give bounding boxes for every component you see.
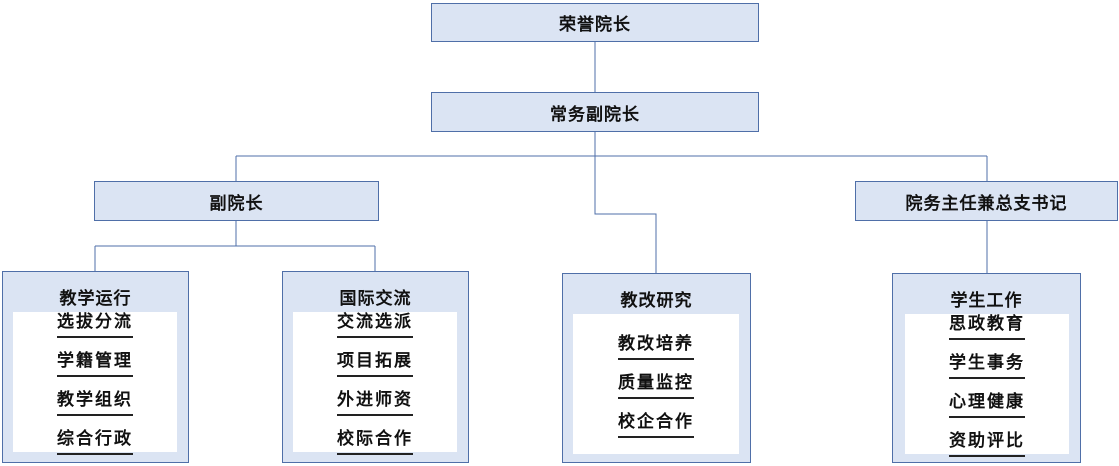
list-item: 学籍管理 [57, 348, 133, 377]
node-honorary-dean: 荣誉院长 [431, 3, 759, 42]
panel-students: 学生工作 思政教育 学生事务 心理健康 资助评比 [892, 273, 1081, 463]
panel-items-students: 思政教育 学生事务 心理健康 资助评比 [905, 311, 1069, 457]
list-item: 资助评比 [949, 428, 1025, 457]
list-item: 项目拓展 [337, 348, 413, 377]
list-item: 交流选派 [337, 309, 413, 338]
panel-title-students: 学生工作 [950, 291, 1023, 311]
list-item: 校企合作 [618, 409, 694, 438]
panel-items-reform: 教改培养 质量监控 校企合作 [573, 314, 739, 454]
node-executive-vice-dean: 常务副院长 [431, 92, 759, 132]
node-vice-dean: 副院长 [94, 181, 379, 221]
panel-items-international: 交流选派 项目拓展 外进师资 校际合作 [293, 309, 457, 455]
panel-title-international: 国际交流 [339, 289, 412, 309]
panel-title-reform: 教改研究 [620, 291, 693, 311]
list-item: 教改培养 [618, 331, 694, 360]
list-item: 教学组织 [57, 387, 133, 416]
list-item: 学生事务 [949, 350, 1025, 379]
list-item: 外进师资 [337, 387, 413, 416]
panel-international: 国际交流 交流选派 项目拓展 外进师资 校际合作 [282, 271, 469, 463]
panel-items-teaching: 选拔分流 学籍管理 教学组织 综合行政 [13, 309, 177, 455]
panel-reform: 教改研究 教改培养 质量监控 校企合作 [562, 273, 751, 463]
list-item: 思政教育 [949, 311, 1025, 340]
list-item: 选拔分流 [57, 309, 133, 338]
list-item: 心理健康 [949, 389, 1025, 418]
node-office-director: 院务主任兼总支书记 [855, 181, 1118, 221]
panel-title-teaching: 教学运行 [59, 289, 132, 309]
list-item: 校际合作 [337, 426, 413, 455]
list-item: 综合行政 [57, 426, 133, 455]
panel-teaching: 教学运行 选拔分流 学籍管理 教学组织 综合行政 [2, 271, 189, 463]
list-item: 质量监控 [618, 370, 694, 399]
connector-to-reform [594, 156, 657, 274]
